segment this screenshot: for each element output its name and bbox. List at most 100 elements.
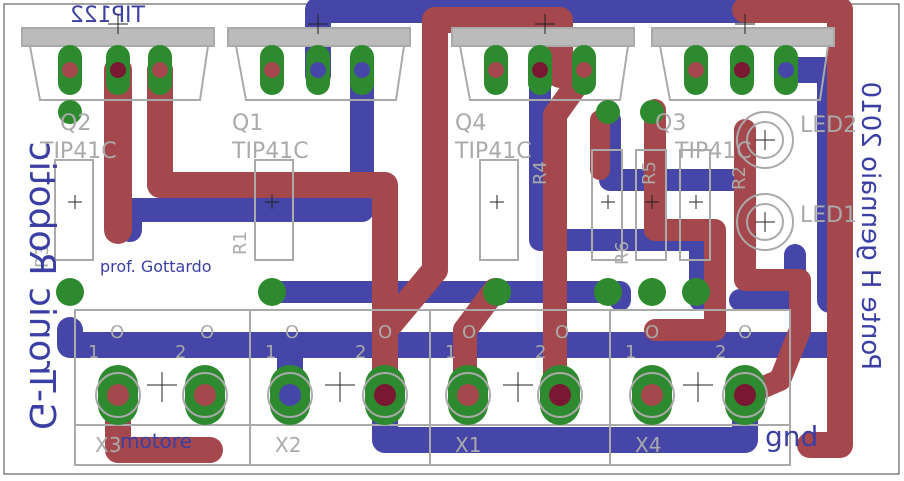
bottom-trace xyxy=(529,64,711,311)
pad-hole xyxy=(107,384,129,406)
o-label: O xyxy=(110,322,124,343)
pin-label: 2 xyxy=(715,342,726,363)
resistor-body xyxy=(479,159,519,261)
pad-hole xyxy=(279,384,301,406)
o-label: O xyxy=(462,322,476,343)
led-label: LED2 xyxy=(800,113,857,138)
top-trace xyxy=(422,7,573,88)
led-label: LED1 xyxy=(800,203,857,228)
o-label: O xyxy=(645,322,659,343)
screw-terminal xyxy=(629,372,675,418)
pin-label: 1 xyxy=(625,342,636,363)
resistor-body xyxy=(635,149,667,261)
origin-marker xyxy=(68,195,82,209)
led-outline xyxy=(746,203,784,241)
pad-hole xyxy=(734,62,750,78)
transistor-outline xyxy=(659,45,829,101)
origin-marker xyxy=(645,195,659,209)
top-trace xyxy=(147,57,398,408)
o-label: O xyxy=(378,322,392,343)
connector-x4-box xyxy=(609,309,791,466)
bottom-trace xyxy=(57,317,853,358)
transistor-outline xyxy=(459,45,629,101)
transistor-outline xyxy=(235,45,405,101)
silkscreen xyxy=(21,27,835,466)
origin-marker xyxy=(147,372,177,402)
motor-label: motore xyxy=(120,429,192,453)
origin-marker xyxy=(683,372,713,402)
led-outline xyxy=(736,193,794,251)
transistor-part-label: TIP41C xyxy=(674,139,752,164)
bottom-trace xyxy=(259,281,631,311)
pad-hole xyxy=(688,62,704,78)
pin-label: 1 xyxy=(88,342,99,363)
resistor-body xyxy=(679,149,711,261)
screw-terminal xyxy=(182,372,228,418)
screw-terminal xyxy=(362,372,408,418)
origin-marker xyxy=(108,14,128,34)
top-trace xyxy=(644,99,726,341)
top-trace xyxy=(734,119,811,406)
origin-marker xyxy=(689,195,703,209)
connector-ref: X1 xyxy=(455,433,481,457)
pad-hole xyxy=(354,62,370,78)
pad xyxy=(483,278,511,306)
origin-marker xyxy=(490,195,504,209)
connector-ref: X3 xyxy=(95,433,121,457)
pad xyxy=(258,278,286,306)
pad-hole xyxy=(488,62,504,78)
resistor-body xyxy=(254,159,294,261)
pad xyxy=(638,278,666,306)
pad-hole xyxy=(778,62,794,78)
screw-terminal xyxy=(537,372,583,418)
q3-tab xyxy=(651,27,835,47)
resistor-body xyxy=(591,149,623,261)
resistor-label: R3 xyxy=(32,244,53,268)
pad-hole xyxy=(532,62,548,78)
pad-hole xyxy=(310,62,326,78)
o-label: O xyxy=(738,322,752,343)
pad xyxy=(58,100,82,124)
transistor-part-label: TIP41C xyxy=(231,139,309,164)
origin-marker xyxy=(503,372,533,402)
transistor-ref-label: Q3 xyxy=(655,111,686,136)
screw-terminal xyxy=(445,372,491,418)
o-label: O xyxy=(200,322,214,343)
o-label: O xyxy=(285,322,299,343)
screw-terminal xyxy=(267,372,313,418)
top-copper-traces xyxy=(104,0,853,463)
pin-label: 1 xyxy=(445,342,456,363)
origin-marker xyxy=(755,130,775,150)
top-trace xyxy=(543,68,592,407)
origin-marker xyxy=(601,195,615,209)
transistor-ref-label: Q2 xyxy=(60,111,91,136)
ic-label: TIP122 xyxy=(70,3,146,28)
pin-label: 1 xyxy=(265,342,276,363)
origin-marker xyxy=(735,14,755,34)
transistor-ref-label: Q1 xyxy=(232,111,263,136)
pads xyxy=(56,45,798,425)
gnd-label: gnd xyxy=(765,420,818,453)
pad xyxy=(56,278,84,306)
top-trace xyxy=(732,0,853,458)
origin-marker xyxy=(755,212,775,232)
q1-tab xyxy=(227,27,411,47)
pad-hole xyxy=(194,384,216,406)
resistor-label: R2 xyxy=(729,166,750,190)
pad xyxy=(682,278,710,306)
o-label: O xyxy=(555,322,569,343)
pad-hole xyxy=(457,384,479,406)
pad-hole xyxy=(374,384,396,406)
pad-hole xyxy=(62,62,78,78)
resistor-label: R4 xyxy=(530,161,551,185)
resistor-label: R1 xyxy=(230,231,251,255)
pad-hole xyxy=(641,384,663,406)
origin-marker xyxy=(308,14,328,34)
origin-marker xyxy=(325,372,355,402)
pad-hole xyxy=(549,384,571,406)
pad xyxy=(640,100,664,124)
led-outline xyxy=(736,111,794,169)
pin-label: 2 xyxy=(355,342,366,363)
resistor-body xyxy=(54,159,94,261)
